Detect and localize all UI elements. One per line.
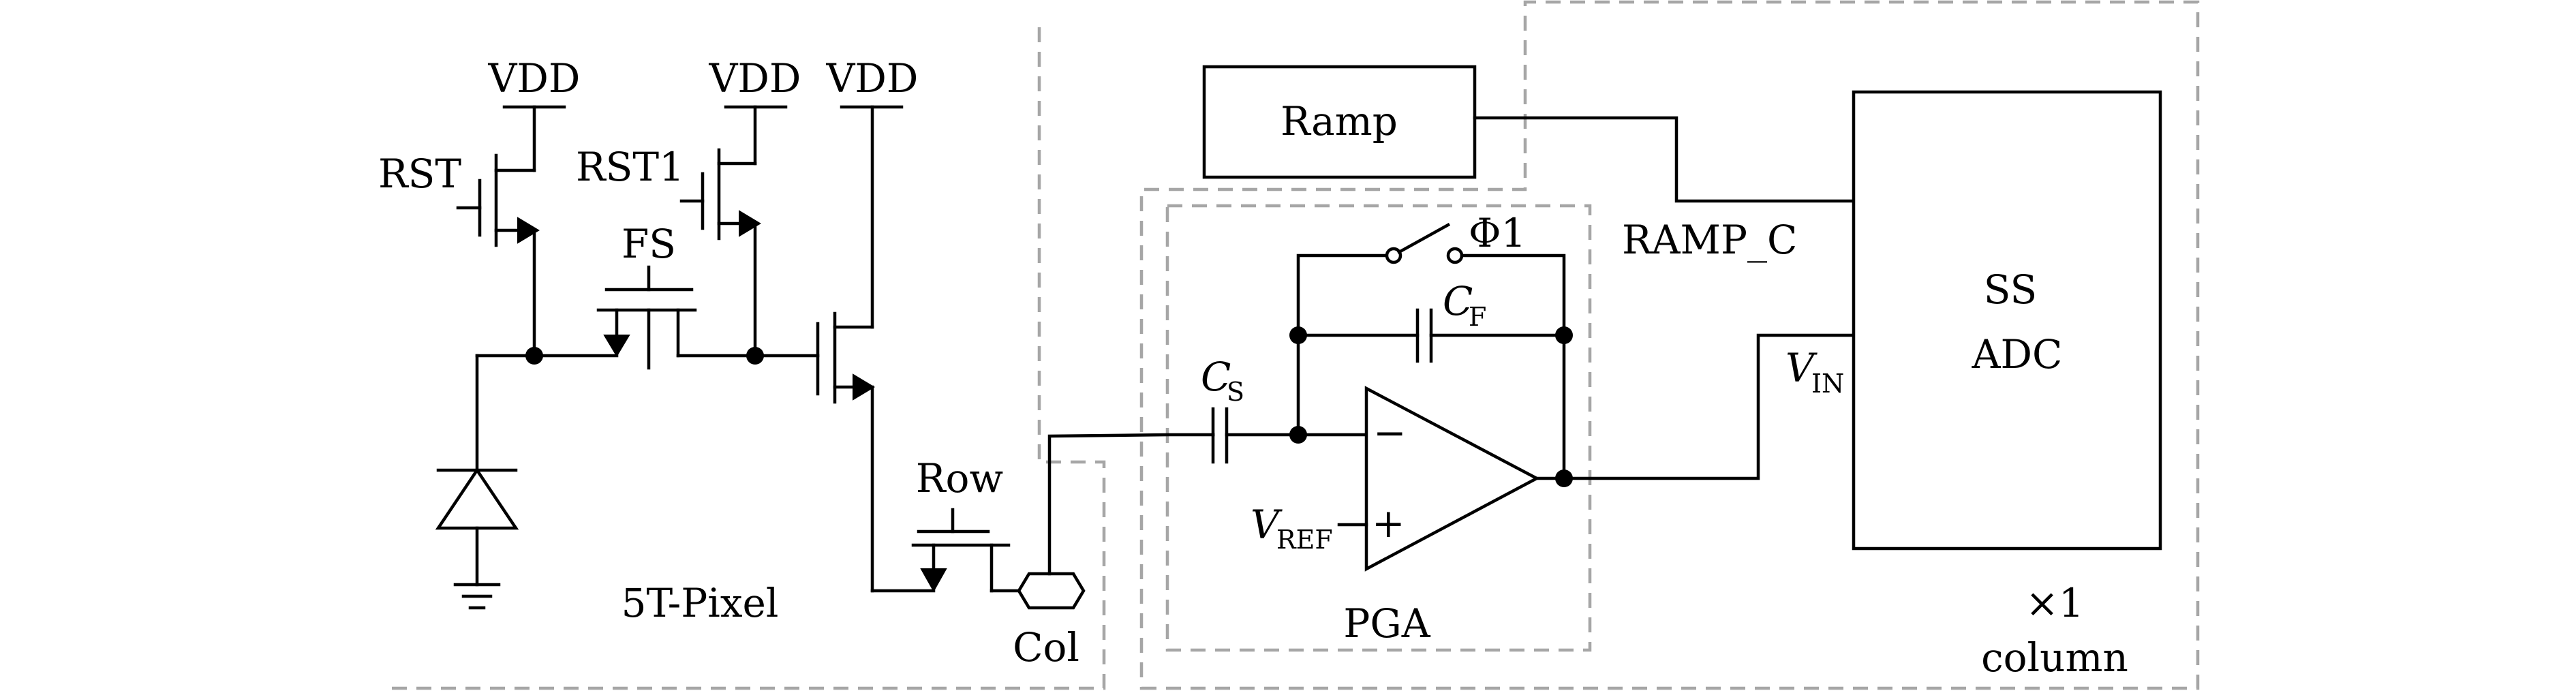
junction-cf-right [1555,326,1573,344]
rst1-transistor [679,105,761,358]
col-node [1017,572,1086,610]
junction-opamp-out [1555,469,1573,487]
photodiode [435,354,536,610]
fs-transistor [532,265,757,370]
phi1-switch-right [1446,247,1464,264]
ss-label: SS [1984,266,2037,313]
multiplier-label: ×1 [2025,580,2084,626]
junction-opamp-in [1289,426,1307,444]
rst-label: RST [378,151,461,197]
row-transistor [870,508,1021,593]
ramp-wire [1473,116,1856,203]
rst-transistor [456,105,540,358]
pga-label: PGA [1343,600,1430,647]
junction-fd-rst1 [746,347,764,365]
row-label: Row [916,455,1003,502]
opamp-minus: − [1373,410,1407,456]
junction-cf-left [1289,326,1307,344]
column-label: column [1981,634,2128,681]
vref-sub-label: REF [1276,525,1333,555]
opamp [1364,386,1540,572]
vdd-label-2: VDD [709,55,801,102]
rst1-label: RST1 [576,144,684,190]
vin-sub-label: IN [1811,369,1844,399]
vref-label: V [1251,502,1283,548]
pixel-boundary [392,24,1106,690]
pixel-block-label: 5T-Pixel [622,580,779,626]
ramp-c-label: RAMP_C [1622,217,1797,263]
pga-boundary [1165,204,1592,652]
col-wire [1047,433,1215,576]
phi1-switch-blade [1396,222,1451,255]
source-follower-transistor [753,105,875,593]
vin-label: V [1785,345,1818,391]
cf-label: C [1443,278,1473,324]
cf-sub-label: F [1469,302,1486,332]
phi1-label: Φ1 [1469,210,1526,256]
cs-sub-label: S [1227,377,1244,407]
pga-circuit [1211,222,1856,572]
ramp-label: Ramp [1281,98,1398,144]
dashed-boundaries [392,0,2200,690]
fs-label: FS [622,221,676,267]
labels: VDD VDD VDD RST RST1 FS Row Col 5T-Pixel… [378,55,2128,681]
adc-section [1202,65,2162,551]
ramp-block [1202,65,1477,179]
adc-label: ADC [1972,331,2063,378]
column-boundary [1139,0,2200,690]
phi1-switch-left [1385,247,1402,264]
col-label: Col [1013,624,1079,671]
ss-adc-block [1852,90,2162,551]
pixel-circuit [435,105,1215,610]
vdd-label-1: VDD [488,55,581,102]
junction-fd-pd [525,347,543,365]
opamp-plus: + [1372,500,1405,546]
vdd-label-3: VDD [826,55,919,102]
cs-label: C [1201,354,1231,400]
